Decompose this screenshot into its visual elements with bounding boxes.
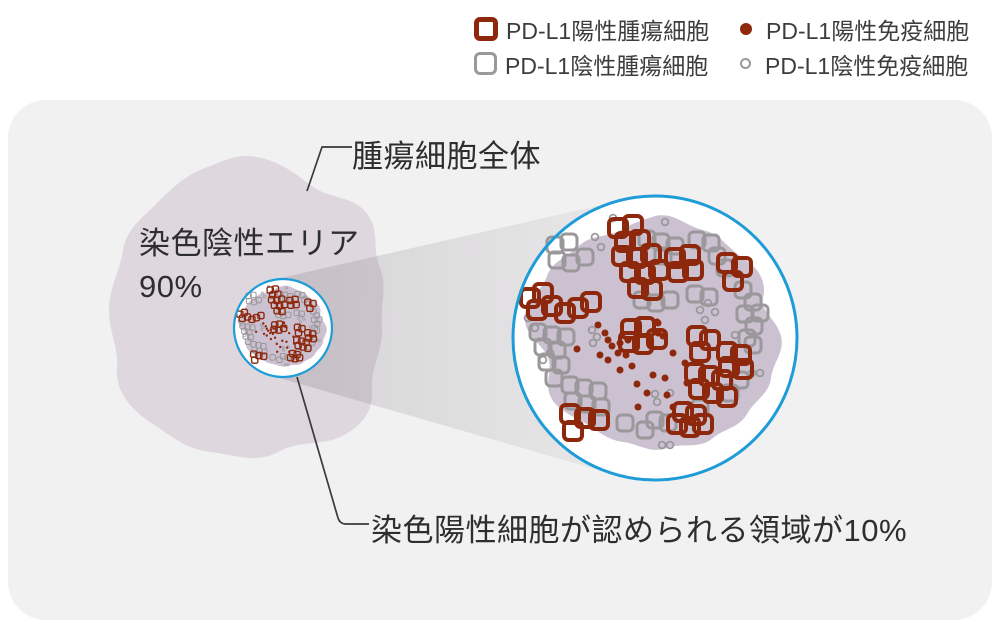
- pdl1-positive-immune-marker-icon: [740, 22, 752, 35]
- tumor-label-leader-line: [306, 146, 352, 192]
- pdl1-negative-immune-marker-icon: [740, 58, 751, 69]
- positive-region-label: 染色陽性細胞が認められる領域が10%: [371, 513, 908, 548]
- pdl1-negative-tumor-marker-icon: [474, 52, 497, 75]
- negative-area-percentage: 90%: [139, 269, 203, 304]
- legend-item-positive-immune: PD-L1陽性免疫細胞: [734, 16, 969, 44]
- sample-region-circle: [232, 277, 334, 379]
- legend-item-positive-tumor: PD-L1陽性腫瘍細胞: [474, 16, 734, 44]
- positive-region-leader-line: [296, 376, 369, 525]
- tumor-area-label: 腫瘍細胞全体: [352, 139, 541, 174]
- legend-label-positive-tumor: PD-L1陽性腫瘍細胞: [506, 17, 710, 44]
- pdl1-positive-tumor-marker-icon: [474, 16, 498, 41]
- legend-item-negative-tumor: PD-L1陰性腫瘍細胞: [474, 51, 734, 79]
- legend-label-negative-tumor: PD-L1陰性腫瘍細胞: [505, 52, 709, 79]
- magnified-view-circle: [511, 194, 799, 482]
- legend-item-negative-immune: PD-L1陰性免疫細胞: [734, 51, 969, 79]
- negative-area-label-line1: 染色陰性エリア: [139, 226, 360, 261]
- legend-label-negative-immune: PD-L1陰性免疫細胞: [765, 52, 969, 79]
- legend-label-positive-immune: PD-L1陽性免疫細胞: [766, 17, 970, 44]
- legend: PD-L1陽性腫瘍細胞 PD-L1陽性免疫細胞 PD-L1陰性腫瘍細胞 PD-L…: [474, 16, 969, 79]
- negative-area-label: 染色陰性エリア 90%: [139, 222, 360, 308]
